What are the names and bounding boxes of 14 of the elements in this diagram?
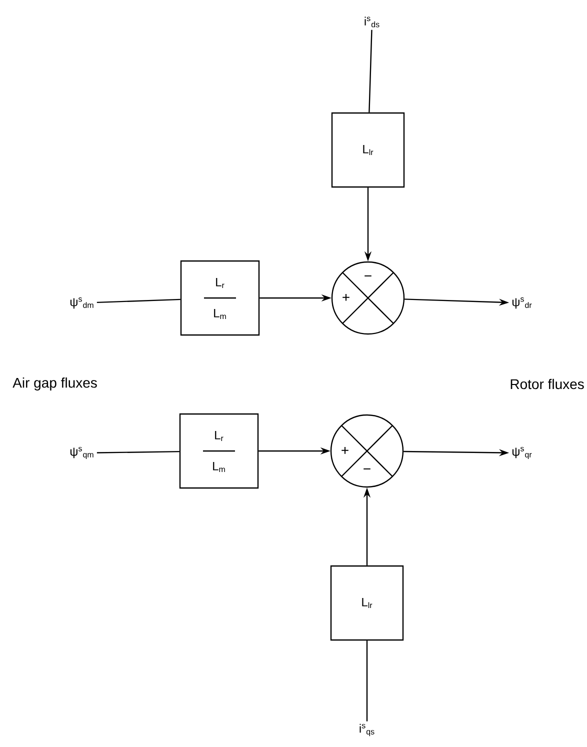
group-label: Rotor fluxes <box>510 378 584 390</box>
signal-label: i$^{s}$ds <box>364 16 380 28</box>
signal-label: i$^{s}$qs <box>360 724 374 736</box>
fraction-block: L$_{r}$ L$_{m}$ <box>179 413 259 489</box>
gain-block: L$_{lr}$ <box>331 112 405 188</box>
signal-label: ψ$^{s}$qr <box>512 446 532 460</box>
signal-label: ψ$^{s}$dm <box>70 297 94 309</box>
summing-junction: + − <box>330 414 404 488</box>
gain-block: L$_{lr}$ <box>330 565 404 641</box>
summing-junction: − + <box>331 261 405 335</box>
signal-label: ψ$^{s}$dr <box>512 297 532 309</box>
signal-label: ψ$^{s}$qm <box>70 446 94 460</box>
group-label: Air gap fluxes <box>12 377 97 391</box>
fraction-block: L$_{r}$ L$_{m}$ <box>180 260 260 336</box>
